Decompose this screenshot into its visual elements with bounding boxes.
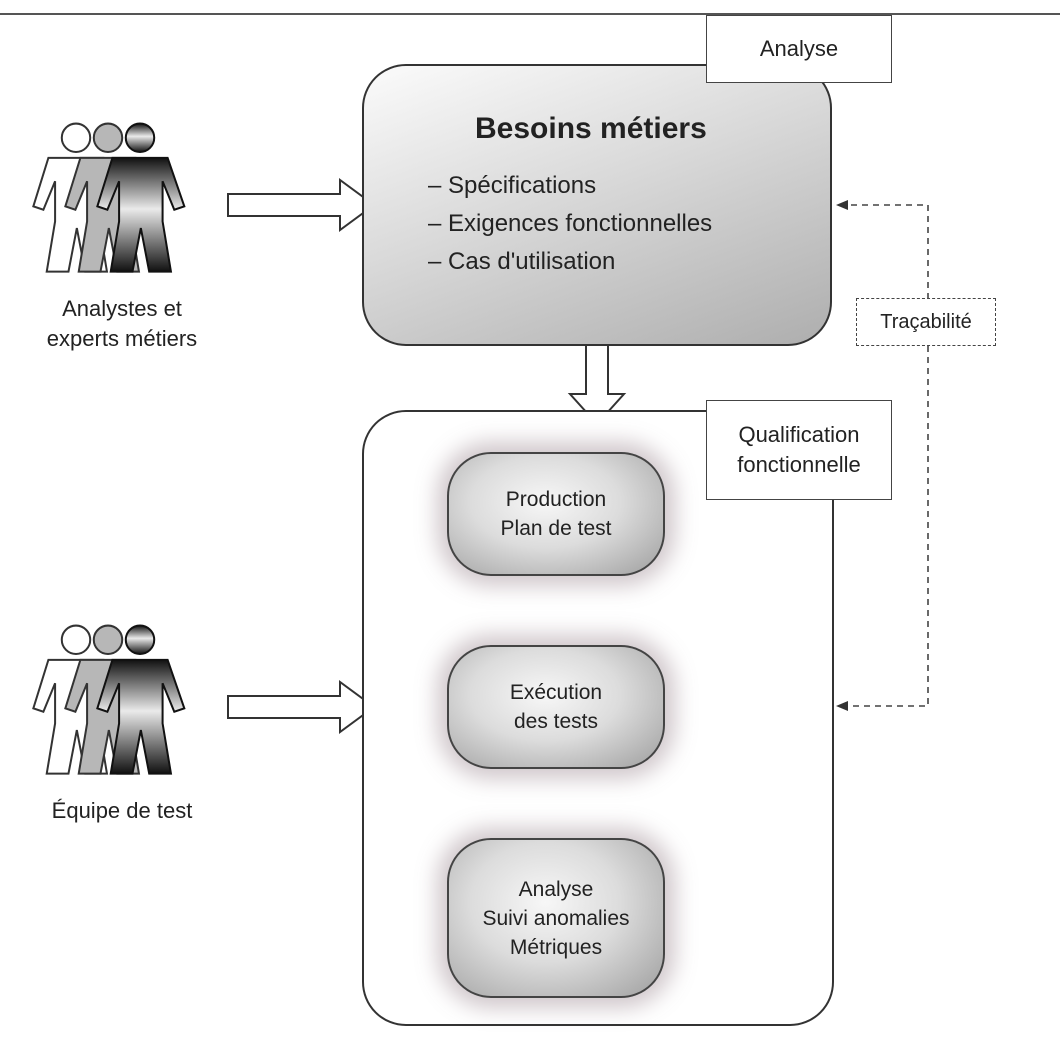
step-line: Exécution — [509, 681, 603, 704]
step-production-test-plan: Production Plan de test — [447, 452, 665, 576]
traceability-connector — [840, 204, 929, 707]
business-needs-box — [362, 64, 832, 346]
arrowhead-icon — [836, 701, 848, 711]
business-needs-title: Besoins métiers — [475, 112, 707, 145]
business-needs-item: – Cas d'utilisation — [428, 248, 616, 275]
analyse-tag-label: Analyse — [759, 36, 839, 61]
qualification-tag-line1: Qualification — [738, 422, 860, 447]
arrowhead-icon — [836, 200, 848, 210]
traceability-label: Traçabilité — [856, 298, 996, 346]
analysts-people-icon — [32, 122, 186, 273]
qualification-tag: Qualification fonctionnelle — [706, 400, 892, 500]
analysts-label-line2: experts métiers — [46, 326, 198, 351]
top-rule — [0, 13, 1060, 15]
analysts-label: Analystes et experts métiers — [22, 294, 222, 354]
step-analysis-metrics: Analyse Suivi anomalies Métriques — [447, 838, 665, 998]
step-line: Métriques — [509, 935, 603, 959]
analyse-tag: Analyse — [706, 15, 892, 83]
business-needs-item: – Exigences fonctionnelles — [428, 210, 713, 237]
step-line: Suivi anomalies — [482, 906, 630, 930]
right-arrow-icon — [227, 680, 376, 734]
step-test-execution: Exécution des tests — [447, 645, 665, 769]
step-line: des tests — [513, 710, 599, 733]
business-needs-item: – Spécifications — [428, 172, 597, 199]
qualification-tag-line2: fonctionnelle — [737, 452, 861, 477]
right-arrow-icon — [227, 178, 376, 232]
test-team-people-icon — [32, 624, 186, 775]
step-line: Production — [505, 488, 607, 511]
step-line: Analyse — [518, 877, 594, 901]
test-team-label: Équipe de test — [51, 798, 193, 823]
analysts-label-line1: Analystes et — [62, 296, 182, 321]
step-line: Plan de test — [500, 517, 612, 540]
